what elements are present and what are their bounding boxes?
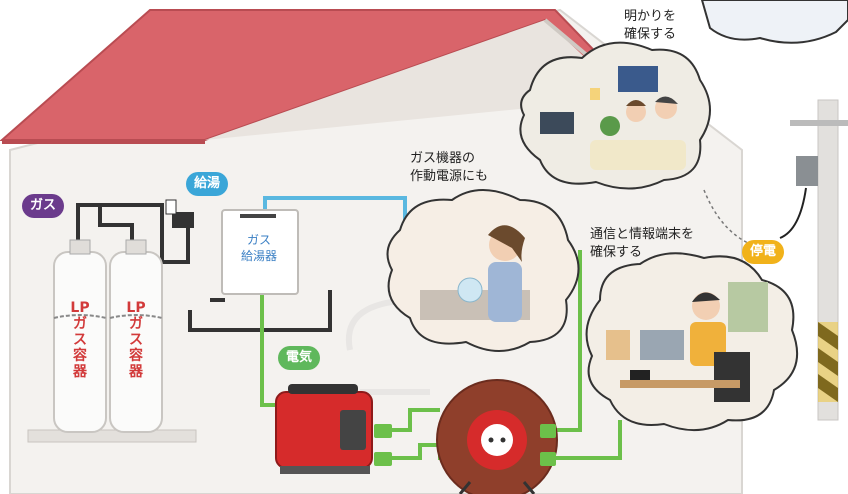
gas-water-heater-label: ガス 給湯器 — [240, 233, 277, 263]
outage-badge: 停電 — [742, 240, 785, 264]
utility-pole — [703, 99, 848, 421]
top-right-cloud-fragment — [700, 0, 848, 44]
hot-water-badge: 給湯 — [186, 172, 229, 196]
water-pipes — [263, 196, 407, 230]
office-scene-cloud — [585, 252, 799, 432]
cylinder-2-label: LPガス容器 — [126, 300, 146, 380]
caption-communication-devices: 通信と情報端末を 確保する — [590, 227, 695, 260]
cable-reel — [436, 379, 558, 494]
portable-generator — [275, 384, 373, 474]
electricity-badge: 電気 — [278, 346, 321, 370]
cylinder-1-label: LPガス容器 — [70, 300, 90, 380]
cylinder-base — [27, 429, 197, 443]
gas-badge: ガス — [22, 194, 65, 218]
lp-gas-cylinder-2 — [109, 239, 163, 433]
living-room-scene-cloud — [519, 41, 711, 190]
kitchen-scene-cloud — [386, 189, 580, 352]
caption-secure-lighting: 明かりを 確保する — [624, 9, 677, 42]
gas-meter — [172, 212, 194, 228]
plugs-left — [374, 424, 392, 466]
lp-gas-cylinder-1 — [53, 239, 107, 433]
caption-gas-appliance-power: ガス機器の 作動電源にも — [410, 151, 489, 184]
plugs-right — [540, 424, 556, 466]
gas-water-heater — [221, 209, 299, 295]
